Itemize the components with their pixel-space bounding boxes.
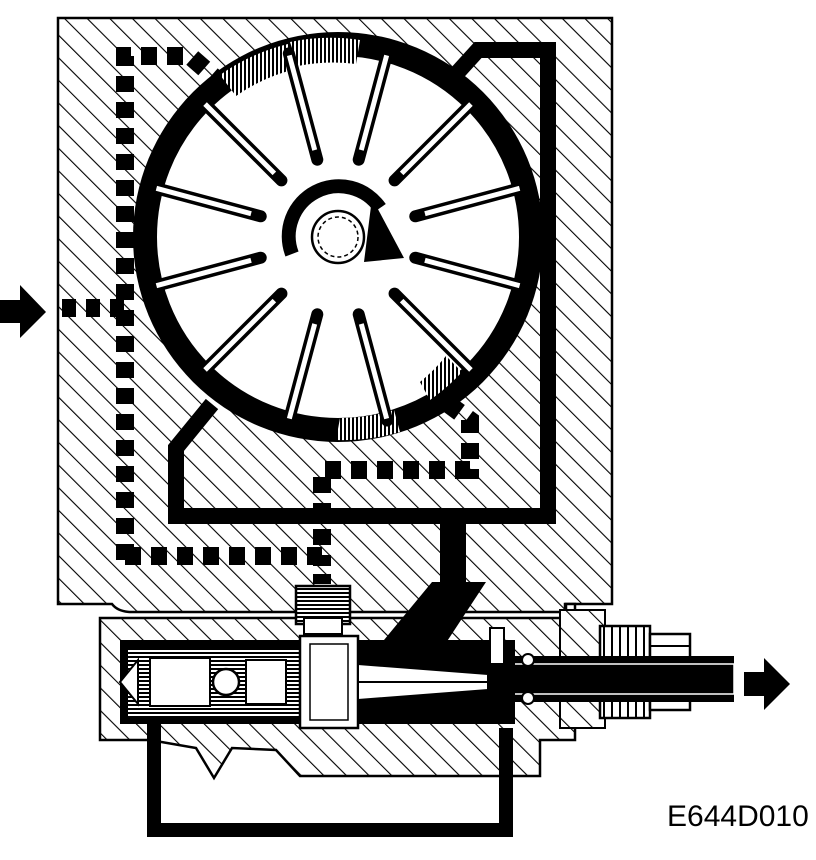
- outlet-fitting: [511, 624, 735, 720]
- vane-highlight: [203, 102, 277, 176]
- control-valve: [118, 627, 515, 730]
- vane-highlight: [286, 54, 318, 151]
- vane-highlight: [399, 298, 473, 372]
- vane-highlight: [358, 54, 390, 151]
- suction-passage: [62, 47, 479, 590]
- vane-highlight: [424, 185, 521, 217]
- vanes: [148, 47, 528, 427]
- vane-highlight: [203, 298, 277, 372]
- valve-plug: [294, 584, 352, 635]
- vane-highlight: [155, 185, 252, 217]
- pressure-passage: [168, 42, 556, 582]
- rotor-hub: [310, 209, 366, 265]
- vane-highlight: [424, 257, 521, 289]
- vane-highlight: [155, 257, 252, 289]
- rotation-clockwise-icon: [281, 179, 404, 262]
- vane-highlight: [358, 323, 390, 420]
- vane-highlight: [399, 102, 473, 176]
- figure-reference-code: E644D010: [667, 800, 809, 833]
- arrow-right-icon: [744, 658, 790, 710]
- arrow-right-icon: [0, 285, 46, 338]
- vane-highlight: [286, 323, 318, 420]
- bypass-loop: [147, 712, 513, 837]
